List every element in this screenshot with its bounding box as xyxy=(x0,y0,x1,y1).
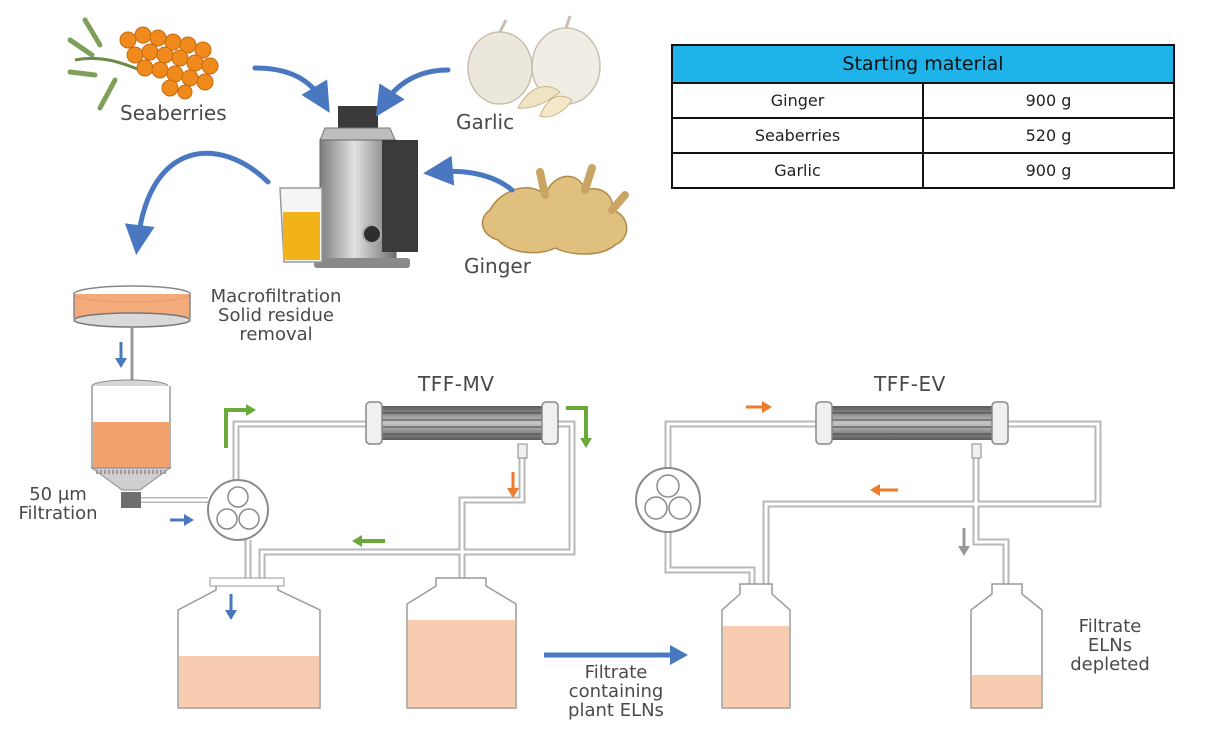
juicer-image xyxy=(279,106,418,268)
tff-mv-label: TFF-MV xyxy=(418,372,495,396)
tff-ev-pipes xyxy=(664,420,1102,700)
filtrate-line2: containing xyxy=(568,680,664,702)
table-row: Ginger 900 g xyxy=(671,82,1175,119)
seaberries-label: Seaberries xyxy=(120,101,227,125)
tff-ev-module xyxy=(815,401,1009,459)
filtration-line1: 50 μm xyxy=(29,484,87,505)
table-cell-name: Garlic xyxy=(671,152,924,189)
ev-filtrate-bottle xyxy=(970,583,1043,709)
table-row: Garlic 900 g xyxy=(671,152,1175,189)
seaberry-image xyxy=(67,17,219,111)
starting-material-table: Starting material Ginger 900 g Seaberrie… xyxy=(671,44,1175,189)
filtration-line2: Filtration xyxy=(18,502,98,524)
filtration-label: 50 μm Filtration xyxy=(8,484,108,524)
table-cell-name: Ginger xyxy=(671,82,924,119)
filtrate-depleted-label: Filtrate ELNs depleted xyxy=(1054,616,1166,675)
mv-permeate-bottle xyxy=(406,577,517,709)
blue-arrow-into-bottle xyxy=(225,594,237,620)
table-cell-amount: 900 g xyxy=(922,82,1175,119)
macrofiltration-line2: Solid residue xyxy=(218,304,334,326)
ginger-label: Ginger xyxy=(464,254,531,278)
pump-1 xyxy=(207,479,269,541)
pump-2 xyxy=(635,467,701,533)
macrofiltration-sieve xyxy=(73,285,191,380)
depleted-line1: Filtrate xyxy=(1078,616,1142,637)
tff-mv-module xyxy=(365,401,559,459)
table-cell-amount: 520 g xyxy=(922,117,1175,154)
orange-arrow-mv xyxy=(507,472,519,498)
table-title: Starting material xyxy=(671,44,1175,84)
depleted-line2: ELNs xyxy=(1087,634,1133,656)
table-row: Seaberries 520 g xyxy=(671,117,1175,154)
filtrate-line1: Filtrate xyxy=(584,662,648,683)
macrofiltration-line1: Macrofiltration xyxy=(210,286,342,307)
arrow-seaberry-to-juicer xyxy=(252,65,330,113)
arrow-to-pump-1 xyxy=(170,514,194,526)
filtrate-line3: plant ELNs xyxy=(568,699,664,721)
arrow-garlic-to-juicer xyxy=(375,67,451,117)
gray-arrow xyxy=(958,528,970,556)
table-cell-amount: 900 g xyxy=(922,152,1175,189)
filtrate-elns-label: Filtrate containing plant ELNs xyxy=(548,662,684,721)
macrofiltration-label: Macrofiltration Solid residue removal xyxy=(196,286,356,345)
garlic-image xyxy=(467,15,601,118)
ginger-image xyxy=(481,164,629,255)
garlic-label: Garlic xyxy=(456,110,515,134)
table-cell-name: Seaberries xyxy=(671,117,924,154)
depleted-line3: depleted xyxy=(1070,653,1150,675)
macrofiltration-line3: removal xyxy=(239,323,313,345)
funnel-filter xyxy=(90,379,208,508)
arrow-sieve-down xyxy=(115,342,127,368)
tff-ev-label: TFF-EV xyxy=(874,372,946,396)
arrow-ginger-to-juicer xyxy=(423,155,515,193)
arrow-juicer-to-macrofilter xyxy=(124,150,271,255)
ev-retentate-bottle xyxy=(721,583,791,709)
arrow-filtrate-transfer xyxy=(544,645,688,665)
feed-bottle xyxy=(177,577,321,709)
